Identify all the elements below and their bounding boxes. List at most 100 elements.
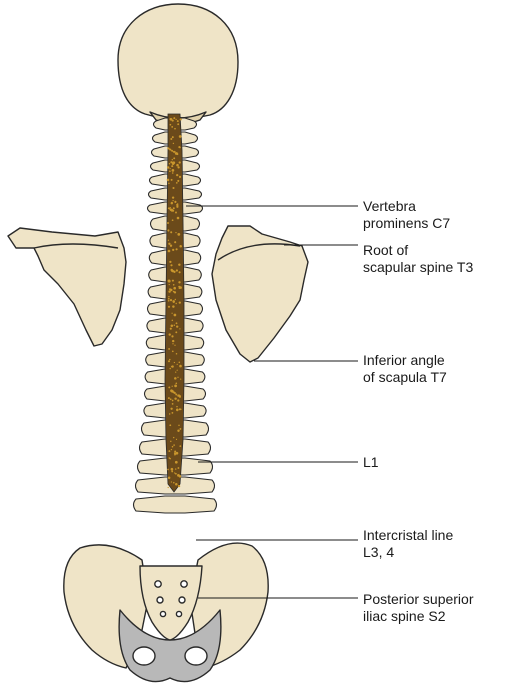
speckle — [171, 219, 174, 222]
speckle — [173, 291, 177, 294]
speckle — [176, 163, 179, 167]
speckle — [172, 305, 175, 308]
speckle — [171, 312, 173, 314]
speckle — [167, 222, 169, 224]
speckle — [179, 364, 182, 368]
speckle — [176, 153, 179, 156]
speckle — [174, 127, 176, 130]
speckle — [180, 408, 182, 410]
speckle — [168, 386, 171, 389]
speckle — [168, 242, 171, 245]
speckle — [176, 216, 180, 220]
speckle — [179, 146, 181, 149]
speckle — [177, 399, 180, 402]
speckle — [179, 245, 182, 248]
speckle — [175, 322, 178, 325]
speckle — [168, 162, 171, 165]
right-scapula — [211, 225, 309, 363]
speckle — [175, 371, 177, 373]
speckle — [171, 339, 175, 343]
spinal-cord-speckle — [166, 117, 182, 489]
speckle — [176, 203, 179, 205]
speckle — [168, 283, 170, 286]
speckle — [173, 286, 177, 290]
speckle — [175, 331, 178, 334]
speckle — [167, 239, 170, 241]
speckle — [171, 119, 174, 122]
speckle — [178, 408, 181, 411]
speckle — [170, 288, 173, 292]
speckle — [170, 231, 173, 234]
speckle — [175, 118, 177, 121]
speckle — [167, 468, 169, 471]
speckle — [169, 168, 171, 170]
label-intercristal-line-l3-4: Intercristal line L3, 4 — [363, 527, 454, 560]
speckle — [175, 451, 179, 455]
speckle — [177, 123, 180, 126]
speckle — [173, 481, 175, 484]
speckle — [170, 448, 173, 451]
speckle — [174, 377, 177, 380]
speckle — [169, 367, 171, 370]
speckle — [170, 324, 174, 327]
speckle — [170, 481, 173, 483]
speckle — [176, 325, 179, 328]
vertebra — [132, 495, 218, 514]
speckle — [175, 352, 178, 355]
speckle — [167, 249, 171, 253]
speckle — [171, 159, 173, 161]
speckle — [173, 313, 177, 317]
speckle — [170, 440, 172, 443]
speckle — [173, 324, 176, 327]
speckle — [177, 233, 181, 236]
speckle — [171, 169, 175, 172]
speckle — [167, 397, 170, 400]
speckle — [172, 343, 174, 345]
speckle — [174, 200, 177, 203]
speckle — [177, 166, 180, 169]
speckle — [171, 335, 174, 338]
speckle — [178, 175, 182, 178]
speckle — [171, 269, 175, 273]
speckle — [171, 126, 174, 128]
speckle — [178, 475, 181, 477]
speckle — [173, 361, 176, 364]
speckle — [173, 157, 176, 160]
speckle — [174, 472, 176, 474]
speckle — [177, 179, 180, 182]
speckle — [175, 182, 178, 184]
speckle — [177, 376, 179, 378]
speckle — [172, 248, 175, 252]
speckle — [169, 299, 173, 302]
speckle — [171, 196, 175, 199]
speckle — [179, 118, 182, 121]
speckle — [171, 172, 174, 174]
speckle — [174, 344, 176, 346]
speckle — [171, 445, 174, 448]
speckle — [175, 269, 179, 272]
speckle — [174, 241, 177, 244]
speckle — [178, 271, 181, 274]
speckle — [168, 450, 171, 453]
speckle — [168, 290, 171, 293]
speckle — [175, 438, 178, 441]
speckle — [171, 385, 173, 387]
speckle — [176, 205, 179, 208]
speckle — [174, 468, 177, 470]
speckle — [171, 161, 173, 164]
speckle — [168, 333, 171, 336]
speckle — [172, 207, 175, 210]
speckle — [171, 150, 174, 152]
speckle — [173, 444, 175, 446]
speckle — [176, 120, 179, 123]
speckle — [171, 470, 174, 473]
skull — [117, 3, 239, 119]
speckle — [173, 151, 176, 153]
speckle — [172, 300, 175, 303]
speckle — [175, 472, 177, 475]
speckle — [178, 161, 181, 164]
speckle — [168, 182, 170, 185]
speckle — [175, 393, 178, 396]
speckle — [175, 382, 178, 385]
